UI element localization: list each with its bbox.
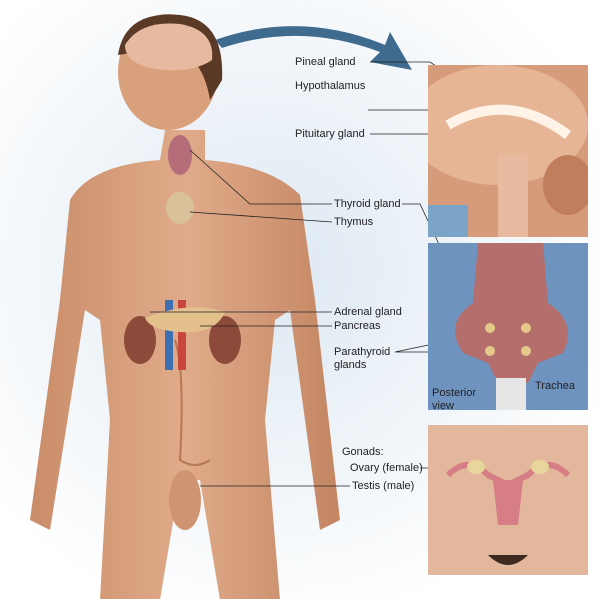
label-parathyroid: Parathyroid <box>334 346 391 358</box>
label-view: view <box>432 400 455 412</box>
brain-icon <box>125 23 213 71</box>
label-hypothalamus: Hypothalamus <box>295 80 366 92</box>
label-testis: Testis (male) <box>352 480 415 492</box>
thymus-icon <box>166 192 194 224</box>
label-posterior: Posterior <box>432 387 477 399</box>
label-pineal-gland: Pineal gland <box>295 56 356 68</box>
label-adrenal-gland: Adrenal gland <box>334 306 402 318</box>
label-ovary: Ovary (female) <box>350 462 423 474</box>
kidney-right-icon <box>209 316 241 364</box>
label-pituitary-gland: Pituitary gland <box>295 128 365 140</box>
human-body <box>30 14 340 599</box>
kidney-left-icon <box>124 316 156 364</box>
label-thyroid-gland: Thyroid gland <box>334 198 401 210</box>
label-pancreas: Pancreas <box>334 320 381 332</box>
thyroid-icon <box>168 135 192 175</box>
label-trachea: Trachea <box>535 380 575 392</box>
label-gonads: Gonads: <box>342 446 384 458</box>
brain-panel <box>428 65 588 237</box>
arrow-icon <box>215 26 412 70</box>
label-thymus: Thymus <box>334 216 374 228</box>
thyroid-panel <box>428 243 588 410</box>
testis-icon <box>169 470 201 530</box>
trachea-icon <box>496 378 526 410</box>
gonad-panel <box>428 425 588 575</box>
ovary-icon <box>467 460 485 474</box>
label-parathyroid-glands: glands <box>334 359 367 371</box>
